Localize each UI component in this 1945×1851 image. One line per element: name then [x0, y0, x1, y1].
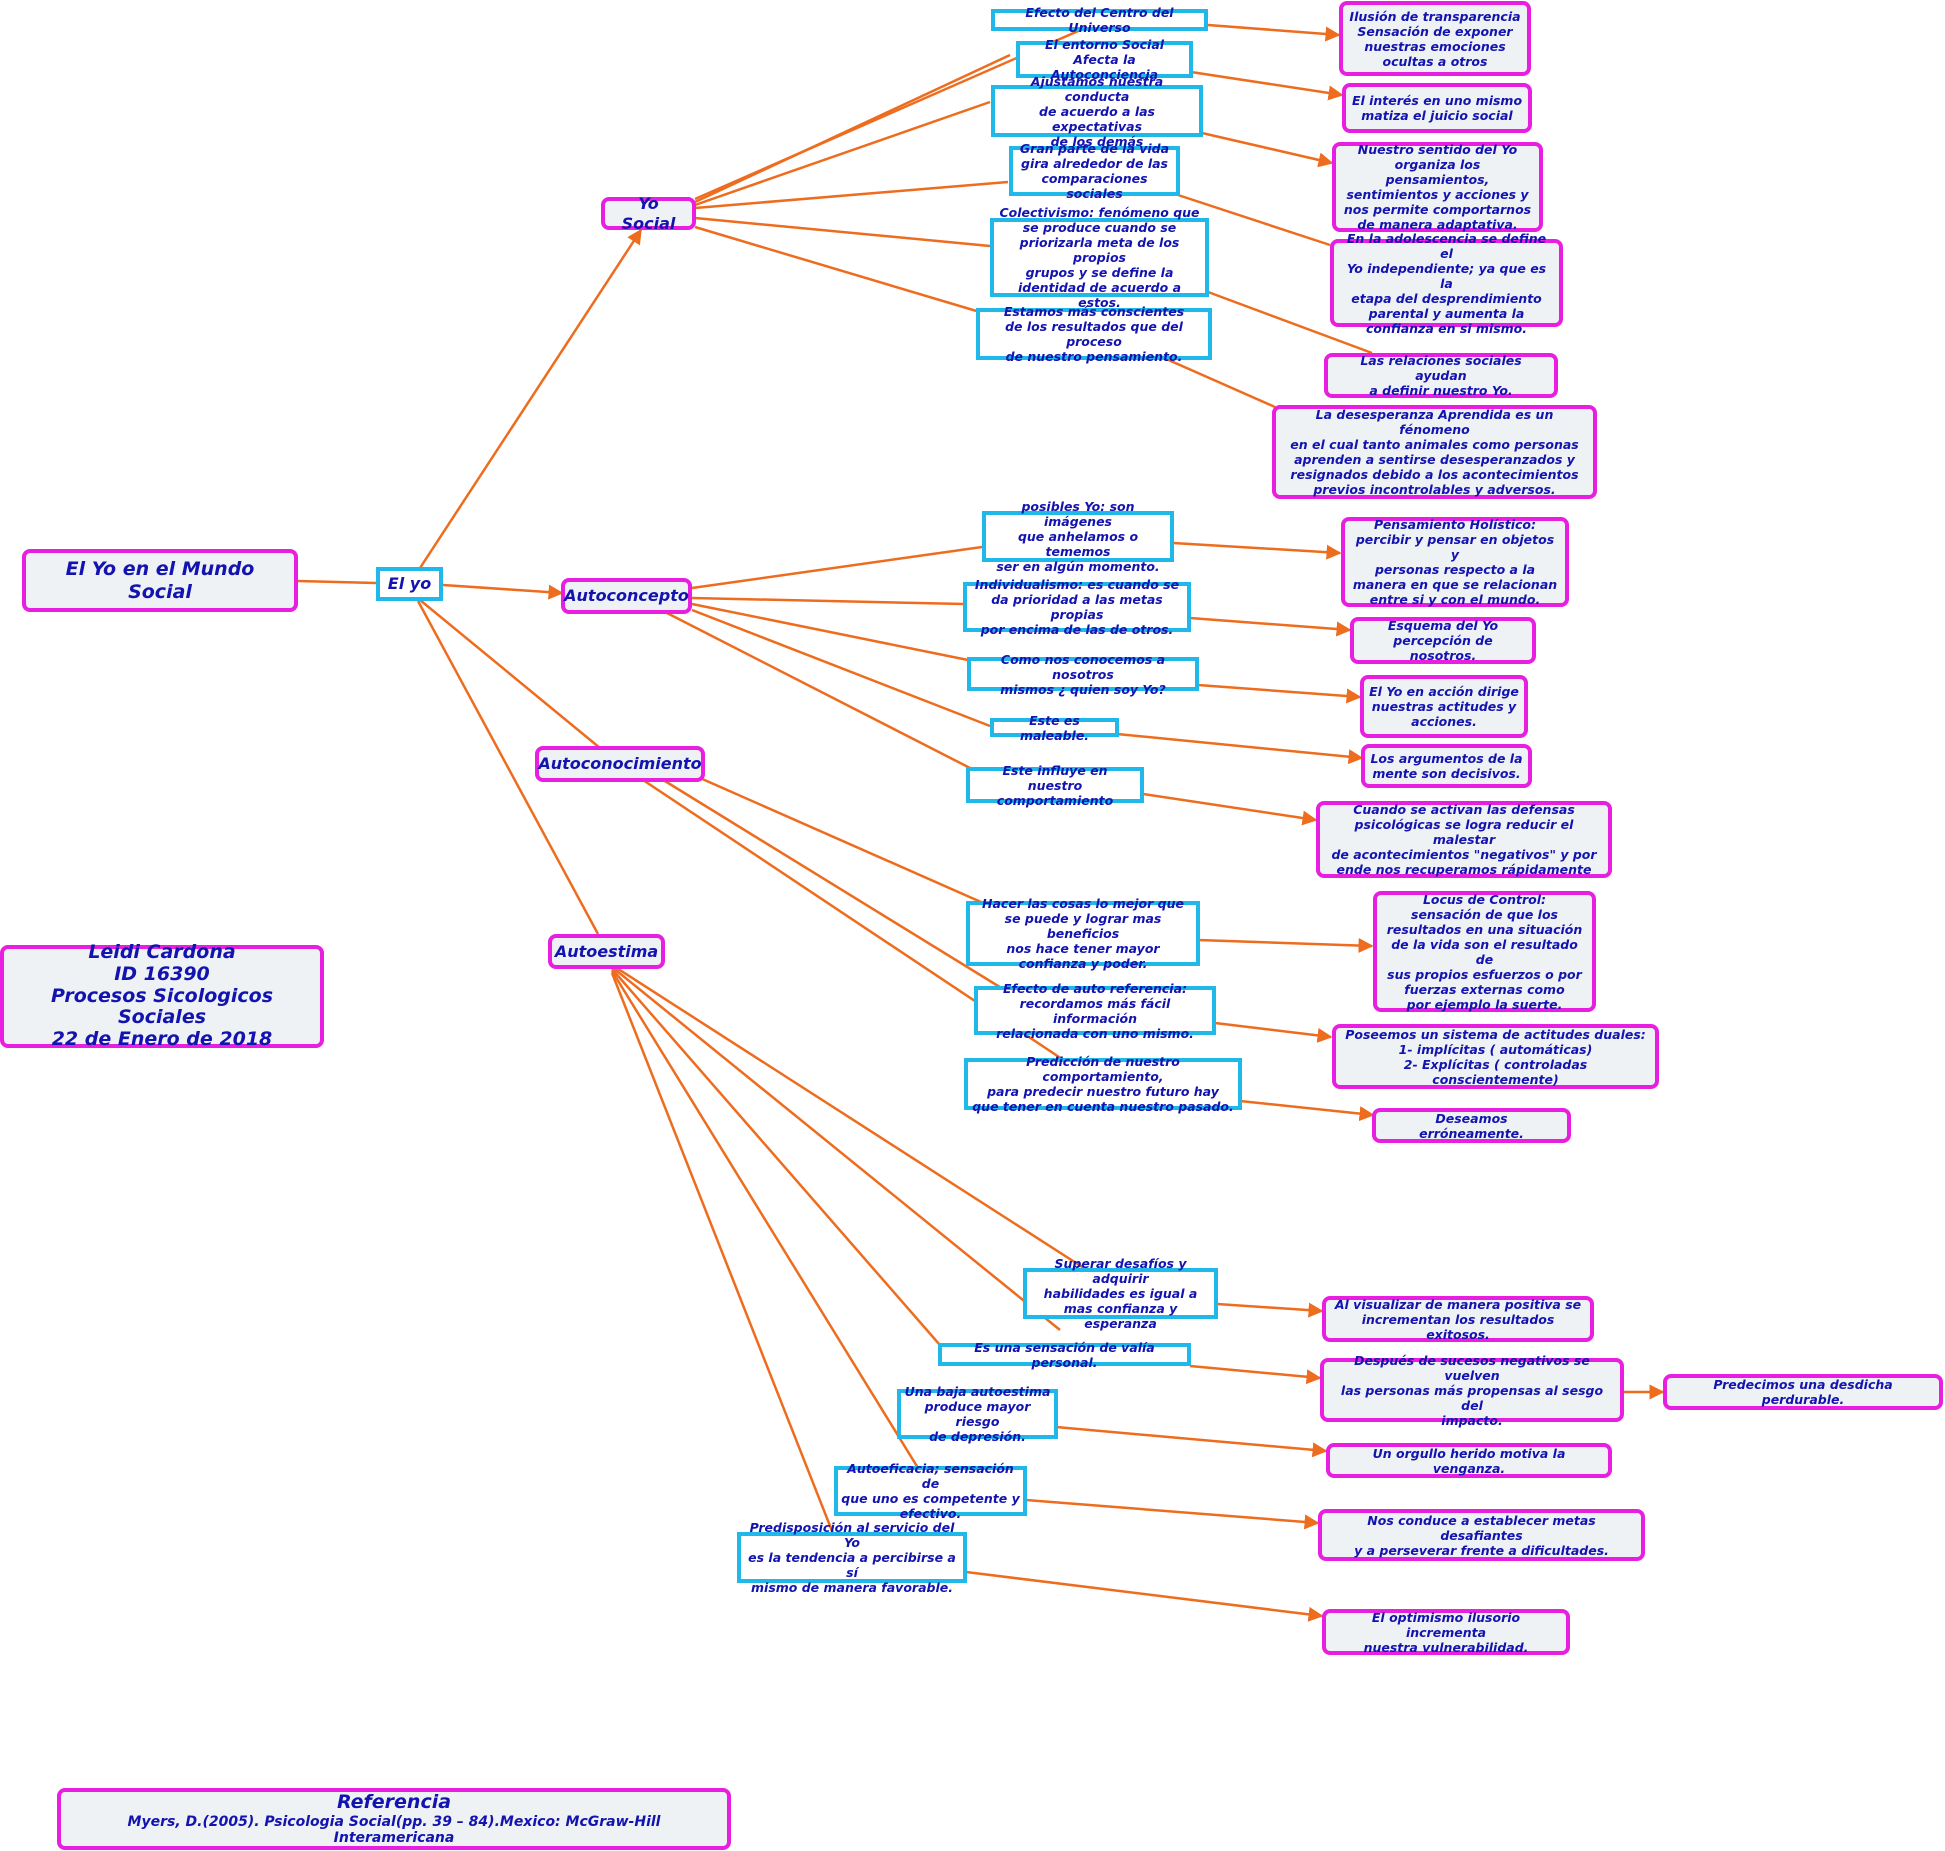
- edge-acon-autoref: [659, 776, 1004, 991]
- adolescencia-node[interactable]: En la adolescencia se define el Yo indep…: [1330, 231, 1563, 336]
- estamos-conscientes-node[interactable]: Estamos más conscientes de los resultado…: [976, 304, 1212, 364]
- sentido-del-yo-node[interactable]: Nuestro sentido del Yo organiza los pens…: [1332, 142, 1543, 232]
- edge-prediccion-deseamos: [1239, 1099, 1375, 1122]
- edge-autoeficacia-conduce: [1025, 1498, 1320, 1530]
- root-node[interactable]: El Yo en el Mundo Social: [22, 549, 298, 612]
- edge-maleable-argumentos: [1116, 732, 1364, 765]
- deseamos-erroneamente-node[interactable]: Deseamos erróneamente.: [1372, 1108, 1571, 1143]
- author-id: ID 16390: [114, 962, 210, 985]
- edge-ae-autoeficacia: [610, 970, 920, 1469]
- edge-ae-predisposicion: [610, 972, 836, 1537]
- edge-colectivismo-relaciones: [1207, 290, 1373, 355]
- edge-superar-visualizar: [1216, 1302, 1324, 1318]
- edge-predisposicion-optimismo: [965, 1570, 1324, 1622]
- ajustamos-conducta-node[interactable]: Ajustamos nuestra conducta de acuerdo a …: [991, 74, 1203, 149]
- baja-autoestima-node[interactable]: Una baja autoestima produce mayor riesgo…: [897, 1384, 1058, 1444]
- predisposicion-servicio-node[interactable]: Predisposición al servicio del Yo es la …: [737, 1520, 967, 1595]
- como-nos-conocemos-node[interactable]: Como nos conocemos a nosotros mismos ¿ q…: [967, 652, 1199, 697]
- edge-ac-individualismo: [691, 596, 965, 606]
- valia-personal-node[interactable]: Es una sensación de valía personal.: [938, 1340, 1191, 1370]
- efecto-centro-universo-node[interactable]: Efecto del Centro del Universo: [991, 5, 1208, 35]
- sucesos-negativos-node[interactable]: Después de sucesos negativos se vuelven …: [1320, 1353, 1624, 1428]
- influye-comportamiento-node[interactable]: Este influye en nuestro comportamiento: [966, 763, 1144, 808]
- autoeficacia-node[interactable]: Autoeficacia; sensación de que uno es co…: [834, 1461, 1027, 1521]
- edge-ac-maleable: [691, 608, 991, 728]
- colectivismo-node[interactable]: Colectivismo: fenómeno que se produce cu…: [990, 205, 1209, 310]
- superar-desafios-node[interactable]: Superar desafíos y adquirir habilidades …: [1023, 1256, 1218, 1331]
- edge-ajustamos-sentido: [1201, 131, 1334, 168]
- edge-ys-ajustamos: [694, 100, 991, 207]
- edge-acon-hacer: [699, 776, 991, 908]
- el-yo-node[interactable]: El yo: [376, 567, 443, 601]
- edge-ae-valia: [611, 966, 1061, 1331]
- edge-estamos-desesperanza: [1163, 356, 1276, 409]
- author-name: Leidi Cardona: [88, 940, 236, 963]
- orgullo-herido-node[interactable]: Un orgullo herido motiva la venganza.: [1326, 1443, 1612, 1478]
- auto-referencia-node[interactable]: Efecto de auto referencia: recordamos má…: [974, 981, 1216, 1041]
- course-name: Procesos Sicologicos Sociales: [50, 984, 274, 1029]
- edge-granparte-adolescencia: [1177, 193, 1331, 247]
- individualismo-node[interactable]: Individualismo: es cuando se da priorida…: [963, 577, 1191, 637]
- ilusion-transparencia-node[interactable]: Ilusión de transparencia Sensación de ex…: [1339, 1, 1531, 76]
- reference-box: Referencia Myers, D.(2005). Psicologia S…: [57, 1788, 731, 1850]
- edge-ac-comonos: [691, 602, 969, 662]
- visualizar-positiva-node[interactable]: Al visualizar de manera positiva se incr…: [1322, 1296, 1594, 1342]
- locus-de-control-node[interactable]: Locus de Control: sensación de que los r…: [1373, 891, 1596, 1012]
- metas-desafiantes-node[interactable]: Nos conduce a establecer metas desafiant…: [1318, 1509, 1645, 1561]
- edge-baja-orgullo: [1055, 1425, 1328, 1458]
- relaciones-sociales-node[interactable]: Las relaciones sociales ayudan a definir…: [1324, 353, 1558, 398]
- yo-en-accion-node[interactable]: El Yo en acción dirige nuestras actitude…: [1360, 675, 1528, 738]
- autoconocimiento-node[interactable]: Autoconocimiento: [535, 746, 705, 782]
- edge-ac-influye: [664, 610, 971, 770]
- edge-hacer-locus: [1197, 938, 1374, 954]
- author-info-box: Leidi Cardona ID 16390 Procesos Sicologi…: [0, 940, 324, 1051]
- edge-elyo-yosocial: [418, 228, 643, 569]
- defensas-psicologicas-node[interactable]: Cuando se activan las defensas psicológi…: [1316, 801, 1612, 878]
- edge-elyo-autoconocimiento: [419, 599, 601, 749]
- edge-individualismo-esquema: [1189, 616, 1352, 637]
- desesperanza-aprendida-node[interactable]: La desesperanza Aprendida es un fénomeno…: [1272, 405, 1597, 499]
- esquema-del-yo-node[interactable]: Esquema del Yo percepción de nosotros.: [1350, 617, 1536, 664]
- edge-entorno-interes: [1190, 70, 1344, 101]
- interes-uno-mismo-node[interactable]: El interés en uno mismo matiza el juicio…: [1342, 83, 1532, 133]
- edge-posibles-holistico: [1172, 541, 1342, 560]
- edge-elyo-autoconcepto: [442, 583, 564, 600]
- argumentos-mente-node[interactable]: Los argumentos de la mente son decisivos…: [1361, 744, 1532, 788]
- reference-title: Referencia: [336, 1790, 452, 1813]
- author-date: 22 de Enero de 2018: [51, 1028, 273, 1051]
- reference-text: Myers, D.(2005). Psicologia Social(pp. 3…: [127, 1813, 661, 1847]
- entorno-social-node[interactable]: El entorno Social Afecta la Autoconcienc…: [1016, 37, 1193, 82]
- edge-ae-baja: [611, 968, 947, 1353]
- desdicha-perdurable-node[interactable]: Predecimos una desdicha perdurable.: [1663, 1374, 1943, 1410]
- hacer-cosas-mejor-node[interactable]: Hacer las cosas lo mejor que se puede y …: [966, 896, 1200, 971]
- yo-social-node[interactable]: Yo Social: [601, 194, 696, 233]
- es-maleable-node[interactable]: Este es maleable.: [990, 713, 1119, 743]
- edge-ys-entorno: [694, 53, 1011, 204]
- edge-valia-despues: [1189, 1364, 1322, 1385]
- autoconcepto-node[interactable]: Autoconcepto: [561, 578, 692, 614]
- edge-comonos-accion: [1197, 683, 1362, 704]
- autoestima-node[interactable]: Autoestima: [548, 934, 665, 969]
- actitudes-duales-node[interactable]: Poseemos un sistema de actitudes duales:…: [1332, 1024, 1659, 1089]
- posibles-yo-node[interactable]: posibles Yo: son imágenes que anhelamos …: [982, 499, 1174, 574]
- gran-parte-vida-node[interactable]: Gran parte de la vida gira alrededor de …: [1009, 141, 1180, 201]
- edge-autoref-duales: [1214, 1021, 1333, 1043]
- optimismo-ilusorio-node[interactable]: El optimismo ilusorio incrementa nuestra…: [1322, 1609, 1570, 1655]
- edge-ys-granparte: [694, 180, 1009, 210]
- edge-efecto-ilusion: [1207, 23, 1341, 42]
- pensamiento-holistico-node[interactable]: Pensamiento Holístico: percibir y pensar…: [1341, 517, 1569, 607]
- edge-elyo-autoestima: [416, 600, 600, 935]
- edge-root-elyo: [297, 579, 377, 585]
- edge-ys-estamos: [694, 225, 1011, 323]
- edge-ac-posibles: [691, 545, 983, 590]
- edge-ae-superar: [611, 963, 1088, 1272]
- edge-influye-defensas: [1142, 792, 1318, 826]
- edge-ys-colectivismo: [694, 216, 991, 248]
- prediccion-comportamiento-node[interactable]: Predicción de nuestro comportamiento, pa…: [964, 1054, 1242, 1114]
